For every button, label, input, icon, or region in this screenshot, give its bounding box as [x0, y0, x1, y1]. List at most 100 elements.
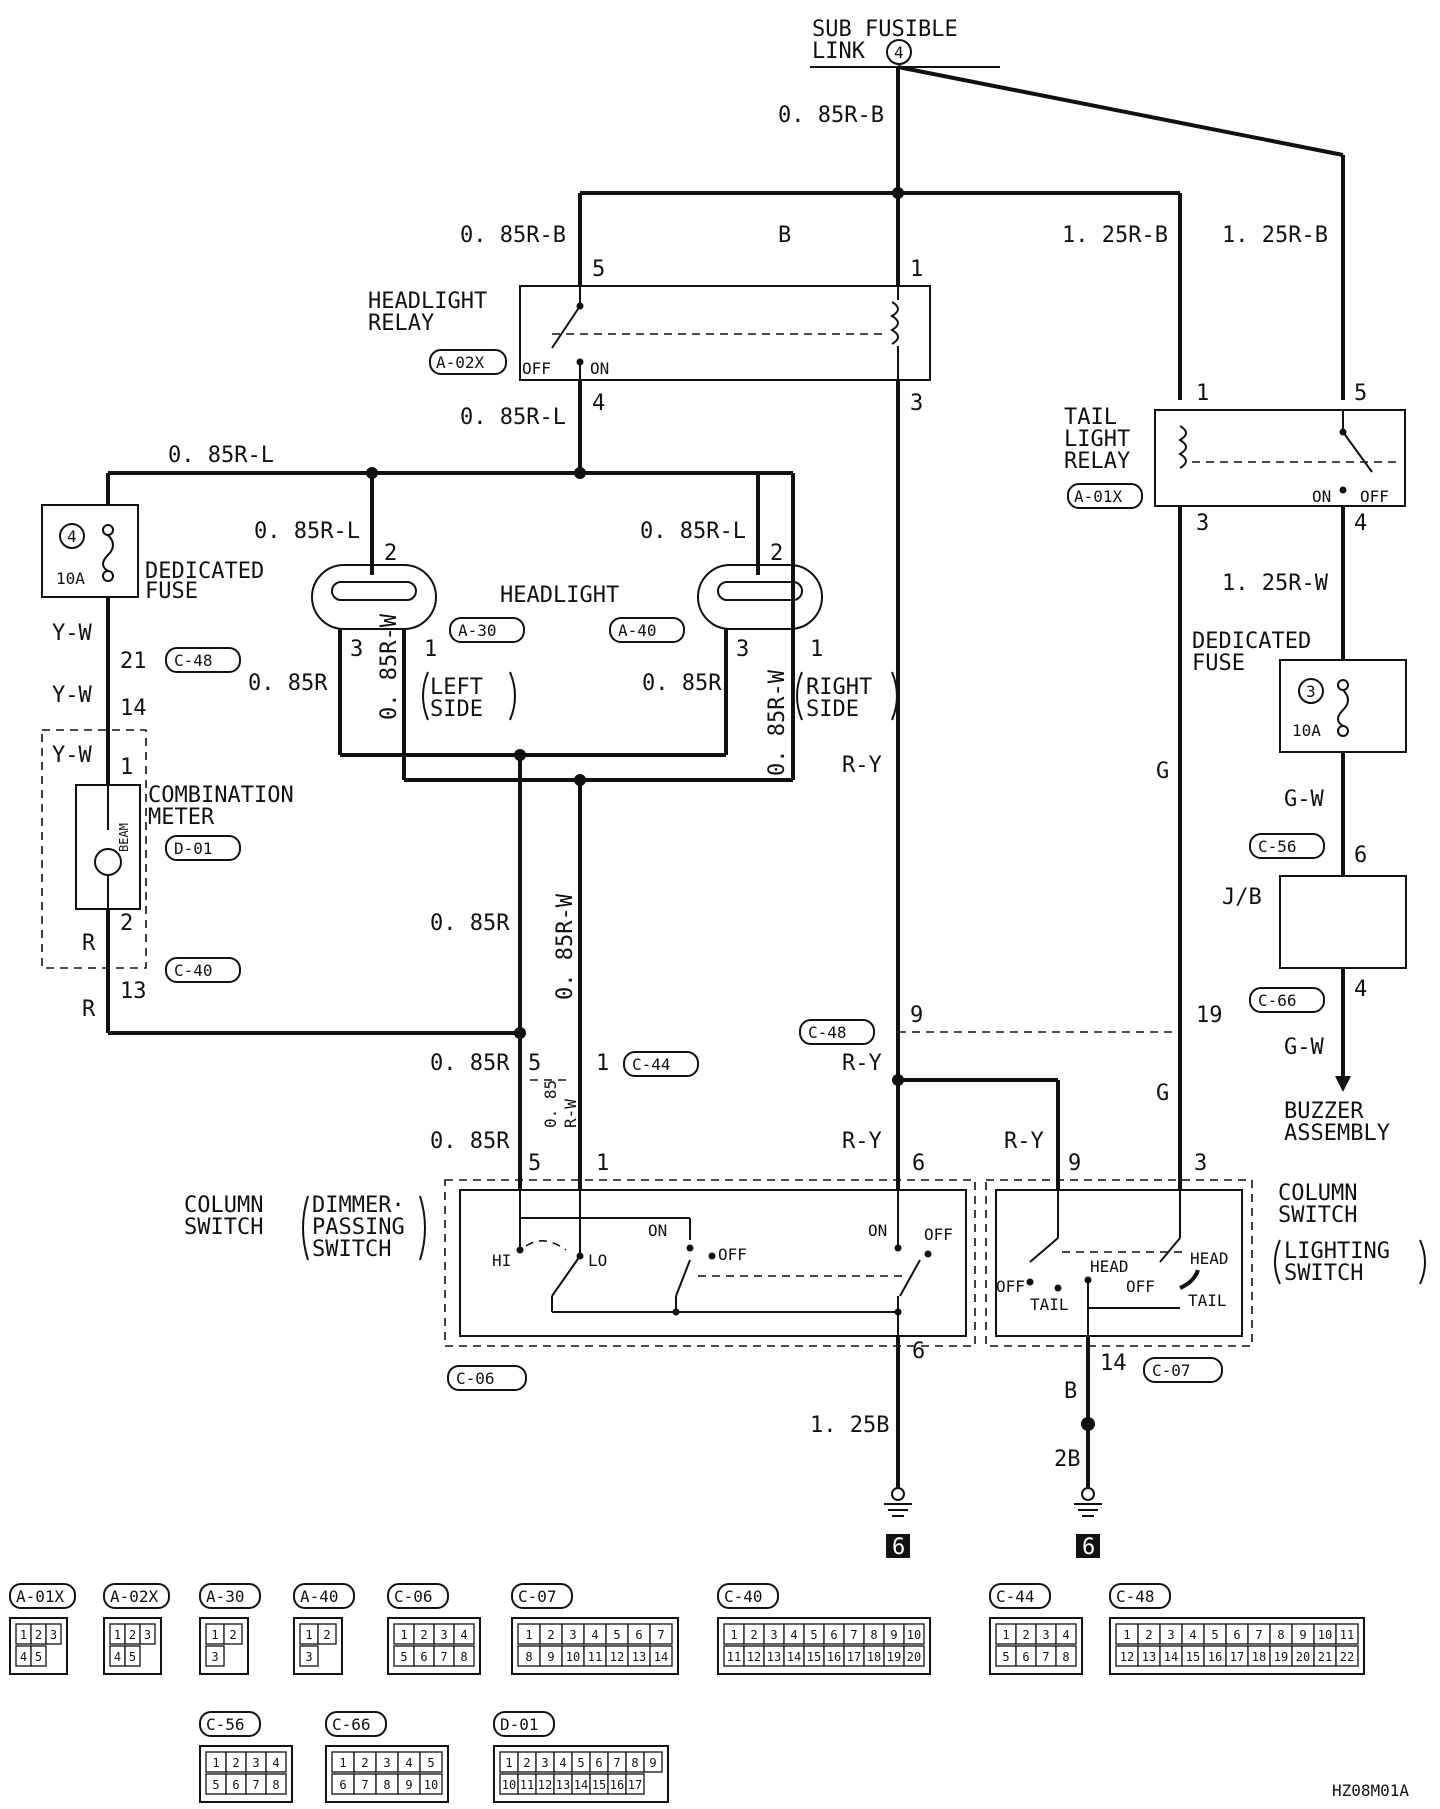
- svg-text:SIDE: SIDE: [806, 697, 859, 722]
- connector-pin: 1: [505, 1756, 512, 1770]
- dedicated-fuse-3: DEDICATED FUSE 3 10A: [1192, 629, 1407, 753]
- wire-label: 0. 85R-B: [460, 223, 566, 248]
- connector-pin: 1: [730, 1628, 737, 1642]
- wire-label: G-W: [1284, 1035, 1324, 1060]
- connector-pin: 12: [610, 1650, 624, 1664]
- sub-fusible-link: SUB FUSIBLE LINK 4: [810, 17, 1000, 68]
- svg-text:ON: ON: [868, 1221, 887, 1240]
- svg-text:4: 4: [1354, 977, 1367, 1002]
- connector-pin: 4: [591, 1628, 598, 1642]
- tail-light-relay: TAIL LIGHT RELAY A-01X ON OFF 1 5 3 4: [1064, 381, 1406, 536]
- connector-pin: 1: [20, 1628, 27, 1642]
- combination-meter: BEAM COMBINATION METER D-01: [41, 729, 294, 969]
- connector-pin: 18: [867, 1650, 881, 1664]
- connector-pin: 4: [1189, 1628, 1196, 1642]
- wire-label: 0. 85R-L: [168, 443, 274, 468]
- wire-label: R-Y: [842, 1051, 882, 1076]
- wire-label: B: [778, 223, 791, 248]
- svg-text:DEDICATED: DEDICATED: [1192, 629, 1311, 654]
- wire-label: 0. 85R-W: [765, 669, 790, 776]
- svg-text:1: 1: [424, 637, 437, 662]
- connector-pin: 6: [635, 1628, 642, 1642]
- headlight-right: 2 3 1 A-40 RIGHT SIDE: [609, 541, 898, 722]
- connector-pin: 1: [339, 1756, 346, 1770]
- svg-text:4: 4: [67, 527, 77, 546]
- svg-text:FUSE: FUSE: [145, 579, 198, 604]
- connector-pin: 5: [427, 1756, 434, 1770]
- svg-text:RELAY: RELAY: [1064, 449, 1130, 474]
- svg-text:LIGHT: LIGHT: [1064, 427, 1130, 452]
- svg-text:4: 4: [894, 43, 904, 62]
- svg-text:3: 3: [910, 391, 923, 416]
- connector-pin: 14: [654, 1650, 668, 1664]
- connector-pin: 2: [420, 1628, 427, 1642]
- wire-label: 2B: [1054, 1447, 1081, 1472]
- connector-pin: 2: [129, 1628, 136, 1642]
- connector-pin: 7: [657, 1628, 664, 1642]
- connector-pin: 11: [520, 1778, 534, 1792]
- connector-pin: 15: [807, 1650, 821, 1664]
- connector-code: C-48: [1116, 1587, 1155, 1606]
- connector-ref: C-66: [1258, 991, 1297, 1010]
- svg-text:19: 19: [1196, 1003, 1223, 1028]
- svg-text:14: 14: [120, 696, 147, 721]
- svg-text:5: 5: [528, 1051, 541, 1076]
- connector-pin: 2: [523, 1756, 530, 1770]
- svg-text:5: 5: [592, 257, 605, 282]
- connector-pin: 7: [361, 1778, 368, 1792]
- svg-text:4: 4: [1354, 511, 1367, 536]
- wire-label: 0. 85R-L: [640, 519, 746, 544]
- wire-label: 0. 85R-B: [778, 103, 884, 128]
- connector-pin: 6: [830, 1628, 837, 1642]
- connector-pin: 14: [1164, 1650, 1178, 1664]
- connector-pin: 3: [541, 1756, 548, 1770]
- wire-label: 0. 85R-W: [377, 613, 402, 720]
- svg-text:LO: LO: [588, 1251, 607, 1270]
- svg-text:2: 2: [384, 541, 397, 566]
- connector-pin: 10: [502, 1778, 516, 1792]
- svg-text:LINK: LINK: [812, 39, 866, 64]
- svg-text:HEAD: HEAD: [1090, 1257, 1129, 1276]
- connector-pin: 7: [613, 1756, 620, 1770]
- connector-code: D-01: [500, 1715, 539, 1734]
- svg-text:RELAY: RELAY: [368, 311, 434, 336]
- svg-text:J/B: J/B: [1222, 885, 1262, 910]
- dedicated-fuse-4: 4 10A DEDICATED FUSE: [41, 504, 264, 604]
- svg-text:DEDICATED: DEDICATED: [145, 559, 264, 584]
- connector-pin: 3: [569, 1628, 576, 1642]
- connector-pin: 20: [907, 1650, 921, 1664]
- connector-pin: 7: [850, 1628, 857, 1642]
- connector-pin: 5: [212, 1778, 219, 1792]
- connector-pin: 9: [405, 1778, 412, 1792]
- svg-text:1: 1: [810, 637, 823, 662]
- wire-label: 0. 85: [541, 1080, 560, 1128]
- headlight-label: HEADLIGHT: [500, 583, 619, 608]
- connector-pin: 15: [592, 1778, 606, 1792]
- connector-pin: 1: [211, 1628, 218, 1642]
- connector-ref: C-56: [1258, 837, 1297, 856]
- connector-pin: 8: [272, 1778, 279, 1792]
- connector-code: C-40: [724, 1587, 763, 1606]
- svg-text:PASSING: PASSING: [312, 1215, 405, 1240]
- svg-text:14: 14: [1100, 1351, 1127, 1376]
- svg-text:6: 6: [912, 1339, 925, 1364]
- connector-pin: 3: [440, 1628, 447, 1642]
- svg-text:6: 6: [1354, 843, 1367, 868]
- svg-text:ON: ON: [648, 1221, 667, 1240]
- connector-ref: C-44: [632, 1055, 671, 1074]
- wire-label: 1. 25R-B: [1062, 223, 1168, 248]
- connector-code: A-30: [206, 1587, 245, 1606]
- svg-text:3: 3: [350, 637, 363, 662]
- svg-text:13: 13: [120, 979, 147, 1004]
- connector-pin: 4: [405, 1756, 412, 1770]
- svg-text:1: 1: [120, 755, 133, 780]
- wire-label: G: [1156, 759, 1169, 784]
- svg-text:A-02X: A-02X: [436, 353, 485, 372]
- connector-pin: 2: [750, 1628, 757, 1642]
- svg-text:TAIL: TAIL: [1030, 1295, 1069, 1314]
- connector-pin: 1: [525, 1628, 532, 1642]
